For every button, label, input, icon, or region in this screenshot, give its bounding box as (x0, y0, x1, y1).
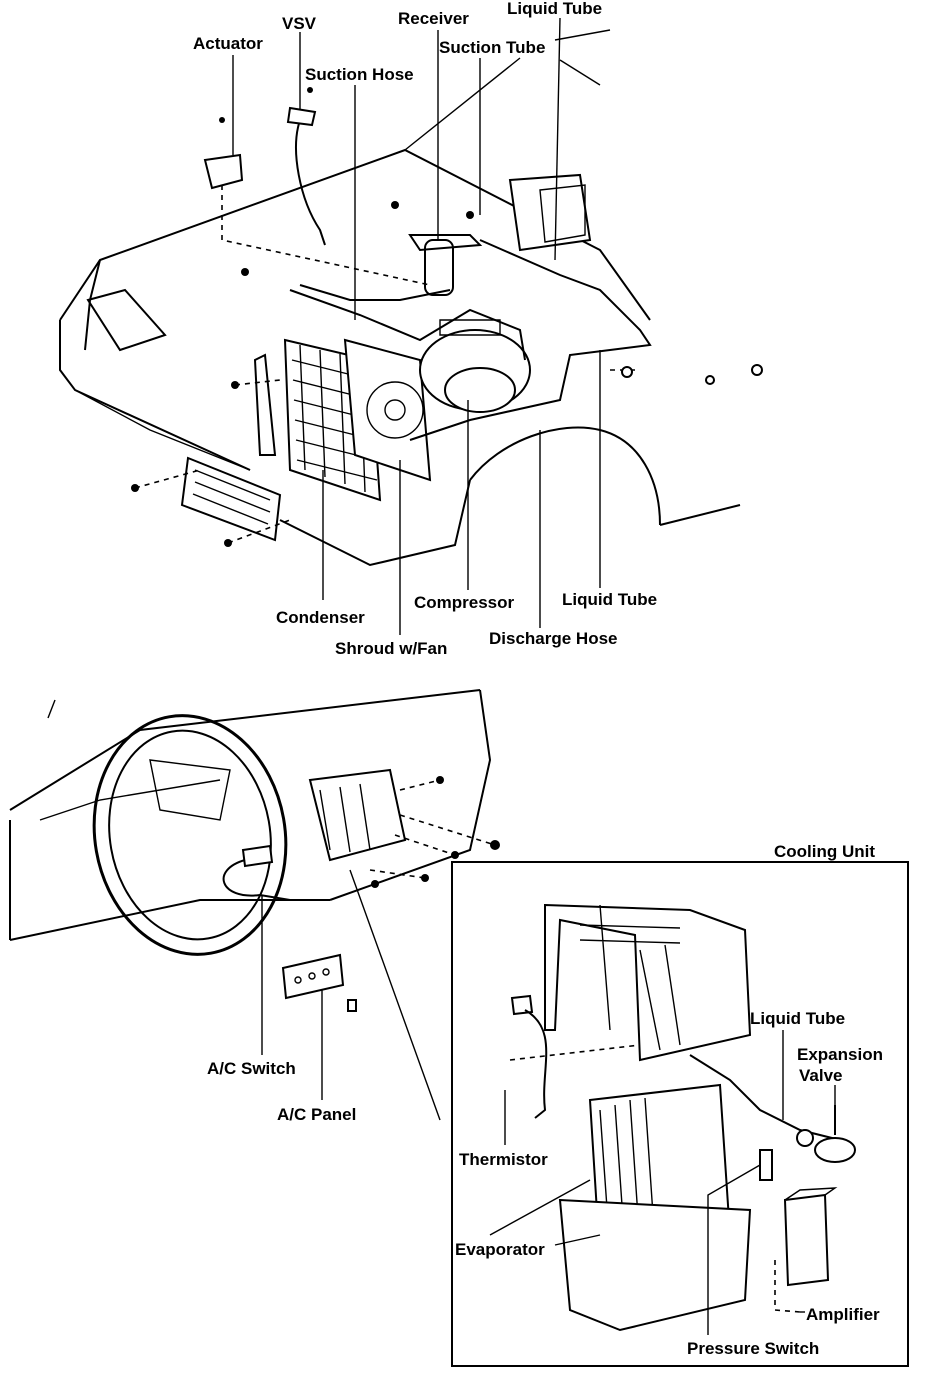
label-discharge-hose: Discharge Hose (489, 629, 618, 648)
steering-wheel (92, 714, 288, 956)
label-compressor: Compressor (414, 593, 515, 612)
receiver-part (408, 234, 483, 296)
label-receiver: Receiver (398, 9, 469, 28)
label-cooling-unit: Cooling Unit (774, 842, 875, 861)
ac-panel-part (281, 953, 345, 1000)
leader-lines-dash (261, 895, 323, 1100)
label-liquid-tube-mid: Liquid Tube (562, 590, 657, 609)
upper-case-part (544, 903, 752, 1062)
actuator-part (203, 153, 244, 190)
suction-hose-line (289, 289, 526, 361)
grille-part (180, 456, 282, 542)
labels: Actuator VSV Receiver Liquid Tube Suctio… (193, 0, 883, 1358)
label-condenser: Condenser (276, 608, 365, 627)
dashboard-illustration (9, 689, 500, 1121)
label-suction-hose: Suction Hose (305, 65, 414, 84)
label-expansion: Expansion (797, 1045, 883, 1064)
lower-case-part (558, 1198, 752, 1332)
engine-compartment-illustration (59, 29, 763, 567)
label-shroud-fan: Shroud w/Fan (335, 639, 447, 658)
label-valve: Valve (799, 1066, 843, 1085)
cooling-unit-top-part (508, 173, 592, 252)
label-suction-tube: Suction Tube (439, 38, 545, 57)
label-thermistor: Thermistor (459, 1150, 548, 1169)
vsv-wire (295, 119, 326, 246)
shroud-fan-part (343, 338, 432, 482)
label-liquid-tube-cu: Liquid Tube (750, 1009, 845, 1028)
label-vsv: VSV (282, 14, 317, 33)
cooling-unit-box (451, 861, 909, 1367)
label-amplifier: Amplifier (806, 1305, 880, 1324)
label-ac-panel: A/C Panel (277, 1105, 356, 1124)
amplifier-part (783, 1187, 838, 1287)
label-evaporator: Evaporator (455, 1240, 545, 1259)
liquid-tube-line (409, 239, 652, 441)
compressor-part (419, 319, 531, 413)
label-pressure-switch: Pressure Switch (687, 1339, 819, 1358)
label-ac-switch: A/C Switch (207, 1059, 296, 1078)
label-actuator: Actuator (193, 34, 263, 53)
leader-lines-top (232, 17, 601, 635)
label-liquid-tube-top: Liquid Tube (507, 0, 602, 18)
